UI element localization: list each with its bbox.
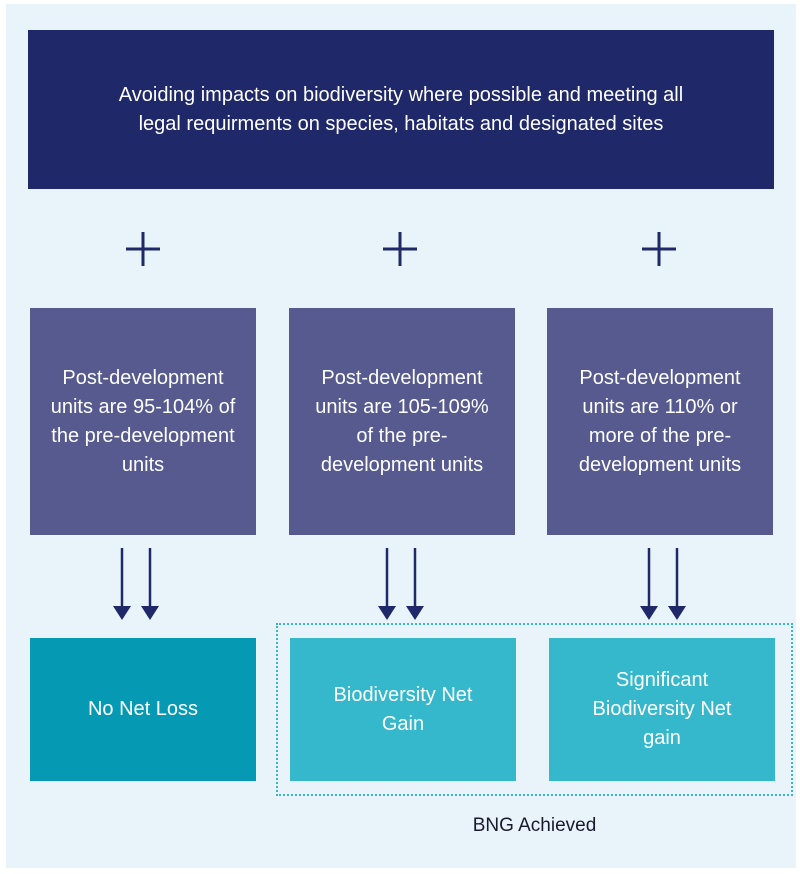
- condition-box-no-net-loss: Post-development units are 95-104% of th…: [30, 308, 256, 535]
- outcome-text: Significant Biodiversity Net gain: [592, 669, 732, 749]
- condition-text: Post-development units are 105-109% of t…: [315, 366, 489, 476]
- condition-box-significant-gain: Post-development units are 110% or more …: [547, 308, 773, 535]
- plus-icon: [383, 232, 417, 266]
- outcome-text: Biodiversity Net Gain: [333, 683, 473, 735]
- condition-box-net-gain: Post-development units are 105-109% of t…: [289, 308, 515, 535]
- header-text: Avoiding impacts on biodiversity where p…: [118, 83, 684, 135]
- double-down-arrow-icon: [640, 548, 686, 620]
- double-down-arrow-icon: [378, 548, 424, 620]
- plus-icon: [126, 232, 160, 266]
- bng-achieved-label: BNG Achieved: [472, 815, 597, 836]
- outcome-biodiversity-net-gain: Biodiversity Net Gain: [290, 638, 516, 781]
- plus-icon: [642, 232, 676, 266]
- condition-text: Post-development units are 110% or more …: [578, 366, 742, 476]
- condition-text: Post-development units are 95-104% of th…: [50, 366, 236, 476]
- outcome-no-net-loss: No Net Loss: [30, 638, 256, 781]
- outcome-text: No Net Loss: [87, 698, 199, 720]
- outcome-significant-net-gain: Significant Biodiversity Net gain: [549, 638, 775, 781]
- bng-achieved-frame: [276, 623, 793, 796]
- header-banner: Avoiding impacts on biodiversity where p…: [28, 30, 774, 189]
- double-down-arrow-icon: [113, 548, 159, 620]
